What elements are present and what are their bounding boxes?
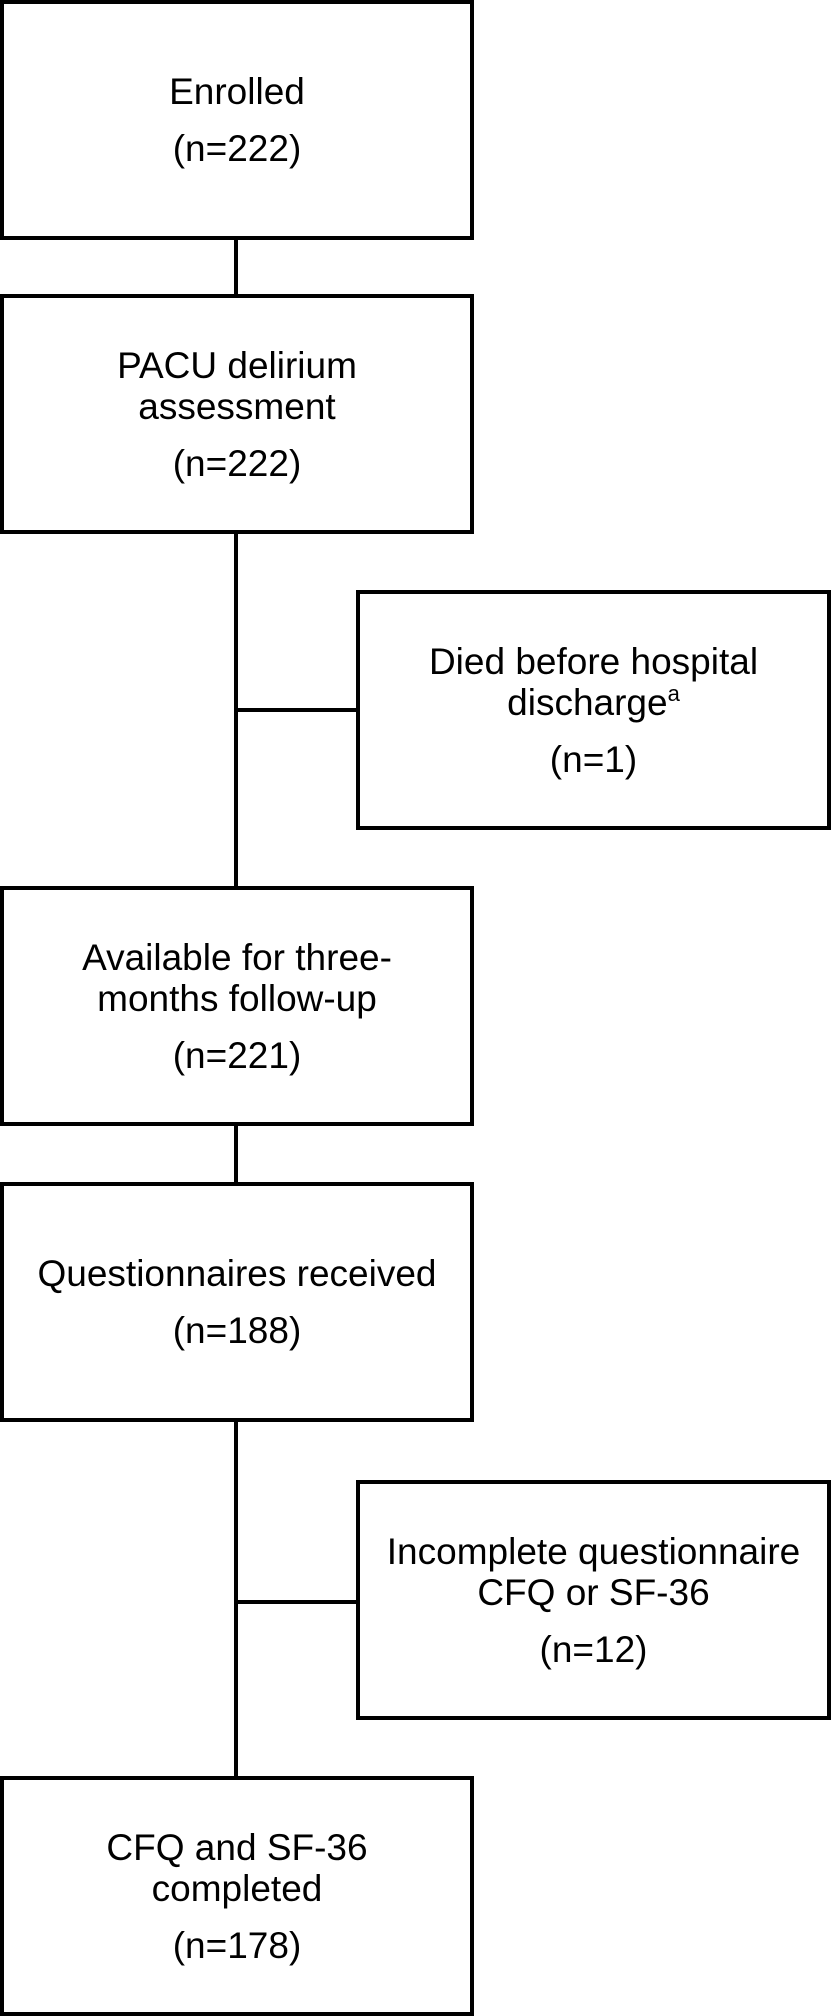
incomplete-label-line1: Incomplete questionnaire: [386, 1530, 801, 1572]
questionnaires-label: Questionnaires received: [37, 1253, 437, 1294]
died-count: (n=1): [549, 738, 638, 780]
box-pacu-delirium-assessment: PACU delirium assessment (n=222): [0, 294, 474, 534]
incomplete-count: (n=12): [539, 1628, 648, 1670]
available-count: (n=221): [172, 1034, 302, 1076]
box-cfq-sf36-completed: CFQ and SF-36 completed (n=178): [0, 1776, 474, 2016]
died-label-line1: Died before hospital: [428, 640, 759, 682]
questionnaires-count: (n=188): [172, 1310, 302, 1351]
pacu-label-line2: assessment: [138, 385, 336, 427]
connector-available-questionnaires: [234, 1124, 238, 1186]
incomplete-label-line2: CFQ or SF-36: [477, 1571, 710, 1613]
died-label-line2: discharge: [507, 681, 668, 723]
box-enrolled: Enrolled (n=222): [0, 0, 474, 240]
available-label-line2: months follow-up: [97, 977, 377, 1019]
box-died-before-discharge: Died before hospital dischargea (n=1): [356, 590, 831, 830]
enrolled-label: Enrolled: [169, 71, 305, 112]
box-available-follow-up: Available for three- months follow-up (n…: [0, 886, 474, 1126]
completed-label-line2: completed: [151, 1867, 323, 1909]
connector-branch-incomplete: [234, 1600, 360, 1604]
box-questionnaires-received: Questionnaires received (n=188): [0, 1182, 474, 1422]
connector-enrolled-pacu: [234, 236, 238, 298]
completed-count: (n=178): [172, 1924, 302, 1966]
enrolled-count: (n=222): [172, 128, 302, 169]
available-label-line1: Available for three-: [82, 936, 392, 978]
pacu-count: (n=222): [172, 442, 302, 484]
died-label-line2-wrap: dischargea: [507, 682, 680, 723]
box-incomplete-questionnaire: Incomplete questionnaire CFQ or SF-36 (n…: [356, 1480, 831, 1720]
connector-branch-died: [234, 708, 360, 712]
pacu-label-line1: PACU delirium: [117, 344, 357, 386]
completed-label-line1: CFQ and SF-36: [106, 1826, 368, 1868]
died-footnote-mark: a: [667, 680, 680, 706]
